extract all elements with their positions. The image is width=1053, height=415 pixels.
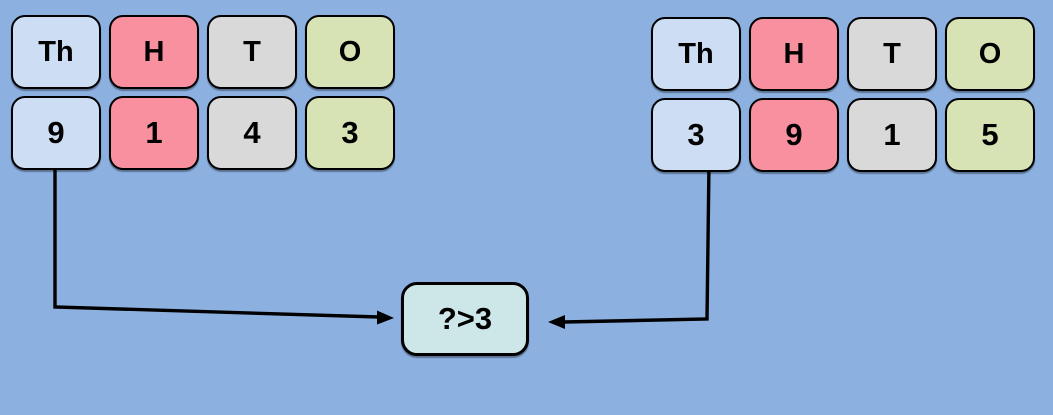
left-digit-ones: 3	[305, 96, 395, 170]
right-arrow-line	[563, 163, 711, 324]
right-digit-ones: 5	[945, 98, 1035, 172]
left-header-ones: O	[305, 15, 395, 89]
right-digit-thousands: 3	[651, 98, 741, 172]
left-place-value-table: Th H T O 9 1 4 3	[11, 15, 395, 170]
comparison-box: ?>3	[401, 282, 529, 356]
left-header-hundreds: H	[109, 15, 199, 89]
left-digit-hundreds: 1	[109, 96, 199, 170]
left-digit-thousands: 9	[11, 96, 101, 170]
right-digit-hundreds: 9	[749, 98, 839, 172]
left-header-tens: T	[207, 15, 297, 89]
right-arrow	[548, 163, 711, 329]
left-arrow-line	[53, 164, 380, 319]
right-header-ones: O	[945, 17, 1035, 91]
left-arrow	[53, 164, 394, 325]
right-arrow-head-icon	[548, 315, 565, 329]
right-header-hundreds: H	[749, 17, 839, 91]
right-header-tens: T	[847, 17, 937, 91]
left-arrow-head-icon	[377, 310, 394, 325]
comparison-label: ?>3	[437, 301, 493, 336]
right-place-value-table: Th H T O 3 9 1 5	[651, 17, 1035, 172]
right-header-thousands: Th	[651, 17, 741, 91]
right-digit-tens: 1	[847, 98, 937, 172]
left-digit-tens: 4	[207, 96, 297, 170]
left-header-thousands: Th	[11, 15, 101, 89]
